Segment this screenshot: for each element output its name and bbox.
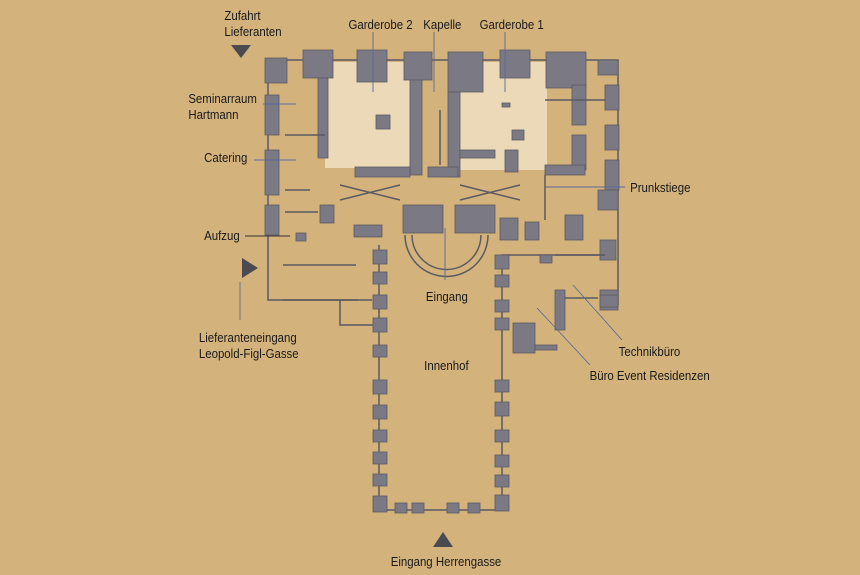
label-catering[interactable]: Catering [204,150,247,165]
label-buero-event-residenzen[interactable]: Büro Event Residenzen [590,368,710,383]
label-technikbuero[interactable]: Technikbüro [619,344,681,359]
arrow-herrengasse-icon [433,532,453,547]
label-lieferanten: Lieferanten [224,24,281,39]
elevator [295,232,307,242]
rotunda-inner [411,234,482,271]
label-eingang-herrengasse[interactable]: Eingang Herrengasse [391,554,502,569]
north-wing-walls [264,49,620,311]
label-seminarraum[interactable]: Seminarraum [188,91,257,106]
arrow-lieferanteneingang-icon [242,258,258,278]
rotunda-wall [404,234,489,278]
label-kapelle[interactable]: Kapelle [423,17,461,32]
label-innenhof[interactable]: Innenhof [424,358,469,373]
label-lieferanteneingang[interactable]: Lieferanteneingang [199,330,297,345]
label-hartmann[interactable]: Hartmann [188,107,238,122]
label-eingang[interactable]: Eingang [426,289,468,304]
label-leopold-figl-gasse[interactable]: Leopold-Figl-Gasse [199,346,299,361]
arrow-zufahrt-icon [231,45,251,58]
label-zufahrt: Zufahrt [224,8,261,23]
label-prunkstiege[interactable]: Prunkstiege [630,180,691,195]
label-aufzug[interactable]: Aufzug [204,228,240,243]
label-garderobe-2[interactable]: Garderobe 2 [348,17,412,32]
courtyard-walls [339,245,619,514]
label-garderobe-1[interactable]: Garderobe 1 [480,17,544,32]
